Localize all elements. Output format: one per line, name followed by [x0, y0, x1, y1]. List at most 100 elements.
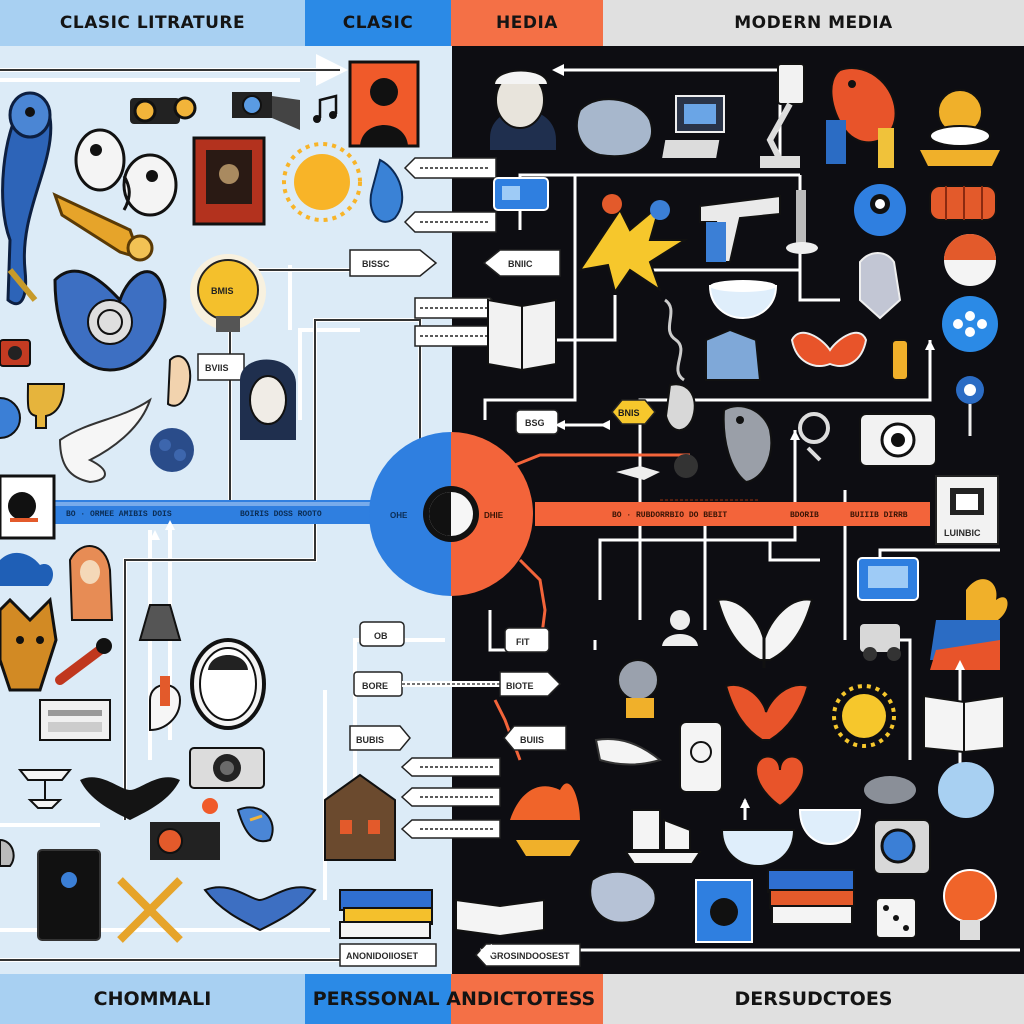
helmet-icon: [944, 234, 996, 286]
lamp-icon: [0, 838, 15, 867]
parrot-icon: [826, 67, 897, 168]
scooter-icon: [860, 624, 901, 661]
frame-icon: [0, 474, 56, 540]
person-icon: [662, 610, 698, 646]
lightbulb-orange-icon: [943, 869, 997, 940]
teacup-icon: [720, 829, 796, 868]
typewriter-icon: [39, 699, 111, 741]
berries-icon: [150, 428, 194, 472]
bar-right-1: BO · RUBDORRBIO DO BEBIT: [612, 511, 727, 520]
header-classic: CLASIC: [305, 0, 451, 46]
portrait-statesman-icon: [490, 69, 556, 150]
landscape-icon: [930, 620, 1000, 670]
computer-icon: [662, 95, 725, 158]
feather-icon: [369, 158, 404, 223]
svg-text:BMIS: BMIS: [211, 286, 234, 296]
header-media-label: HEDIA: [496, 13, 558, 33]
trumpet-icon: [52, 192, 154, 262]
projector-icon: [857, 557, 919, 601]
tag-bubis: BUBIS: [356, 735, 384, 745]
header-classic-label: CLASIC: [342, 13, 414, 33]
moth-icon: [790, 331, 868, 367]
butterfly-orange-icon: [724, 683, 810, 741]
footer-right-label: DERSUDCTOES: [734, 988, 893, 1010]
phone-icon: [679, 721, 723, 793]
microphone-icon: [55, 638, 112, 685]
striped-tags: [400, 157, 760, 839]
medallion-portrait-icon: [190, 638, 266, 730]
bird-silhouette-icon: [616, 466, 660, 480]
center-dial: OHE DHIE: [369, 432, 533, 596]
explosion-icon: [577, 194, 689, 295]
music-note-icon: [313, 94, 338, 123]
bottom-boxes: ANONIDOIIOSET GROSINDOOSEST: [339, 943, 581, 967]
dove-icon: [594, 738, 663, 766]
astronaut-icon: [617, 659, 659, 718]
camcorder-icon: [150, 822, 220, 860]
speaker-icon: [695, 879, 753, 943]
books-stack-icon: [339, 889, 433, 939]
tag-bsg: BSG: [525, 418, 545, 428]
songbird-icon: [236, 806, 274, 843]
bar-left-1: BO · ORMEE AMIBIS DOIS: [66, 510, 172, 519]
footer-right: DERSUDCTOES: [603, 974, 1024, 1024]
open-book-icon: [487, 298, 557, 372]
tag-bvis: BVIIS: [205, 363, 229, 373]
barrel-icon: [929, 185, 997, 221]
book-red-icon: [192, 136, 266, 226]
winged-mask-icon: [53, 269, 167, 372]
camera-icon: [130, 96, 197, 124]
left-illustrations: BMIS: [0, 60, 433, 943]
tag-fit: FIT: [516, 637, 530, 647]
flower-icon: [956, 376, 984, 436]
books-stack-right-icon: [767, 869, 855, 925]
svg-text:DHIE: DHIE: [484, 511, 504, 520]
footer-left-label: CHOMMALI: [93, 988, 212, 1010]
header-modern-media: MODERN MEDIA: [603, 0, 1024, 46]
rat-icon: [864, 776, 916, 804]
butterfly-white-icon: [716, 598, 814, 668]
bowl-scene-icon: [920, 89, 1000, 166]
bar-right-2: BDORIB: [790, 511, 819, 520]
passport-icon: [37, 849, 101, 941]
footer-center-label: PERSSONAL ANDICTOTESS: [312, 988, 596, 1010]
faces-icon: [74, 128, 178, 217]
orange-bar: BO · RUBDORRBIO DO BEBIT BDORIB BUIIIB D…: [535, 502, 930, 526]
portrait-woman-icon: [240, 359, 296, 440]
right-arrowheads: [150, 64, 965, 956]
chess-piece-icon: [149, 676, 182, 732]
heart-device-icon: [754, 755, 806, 808]
book-open-right-icon: [923, 694, 1005, 754]
photo-camera-icon: [859, 413, 937, 467]
angel-figure-icon: [859, 252, 902, 320]
glass-bowl-icon: [798, 809, 862, 846]
bar-right-3: BUIIIB DIRRB: [850, 511, 908, 520]
hand-icon: [166, 355, 192, 407]
owl-icon: [722, 405, 773, 484]
eagle-icon: [203, 886, 317, 932]
right-illustrations: [455, 63, 1008, 943]
footer-left: CHOMMALI: [0, 974, 305, 1024]
burning-ship-icon: [510, 783, 580, 856]
moon-icon: [938, 762, 994, 818]
header-classic-literature: CLASIC LITRATURE: [0, 0, 305, 46]
robot-lamp-icon: [760, 63, 805, 168]
bottom-box-left: ANONIDOIIOSET: [346, 951, 419, 961]
crossed-swords-icon: [117, 877, 183, 943]
tag-biote: BIOTE: [506, 681, 534, 691]
lightbulb-icon: BMIS: [190, 254, 266, 332]
sea-creature-icon: [589, 870, 657, 924]
lens-icon: [873, 819, 931, 875]
jacket-icon: [705, 328, 762, 381]
tag-ob: OB: [374, 631, 388, 641]
header-classic-literature-label: CLASIC LITRATURE: [59, 13, 246, 33]
dark-orb-icon: [674, 454, 698, 478]
footer-center: PERSSONAL ANDICTOTESS: [305, 974, 603, 1024]
flame-icon: [966, 579, 1008, 620]
book-bottom-icon: [455, 898, 545, 938]
svg-text:OHE: OHE: [390, 511, 408, 520]
tag-bnis: BNIS: [618, 408, 640, 418]
hooded-figure-icon: [68, 545, 114, 621]
pistol-icon: [699, 194, 781, 263]
